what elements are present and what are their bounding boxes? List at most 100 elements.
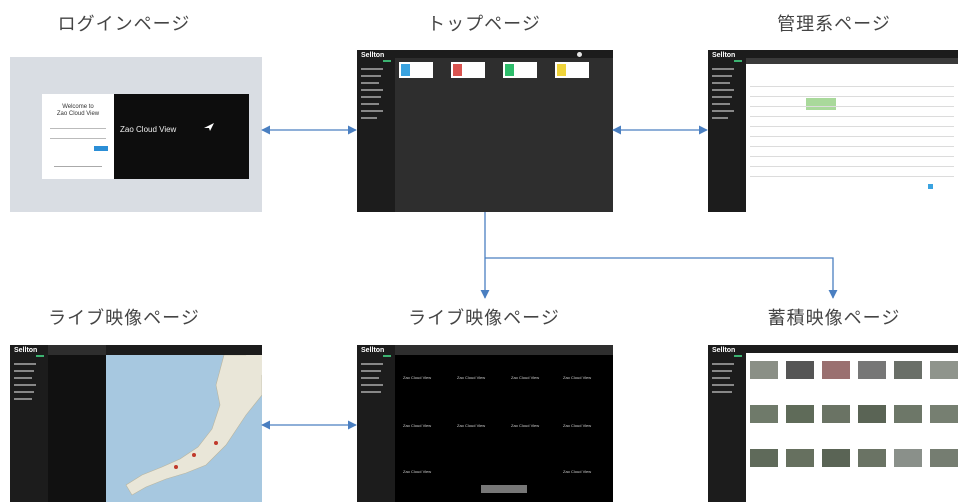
- label-live-map-page: ライブ映像ページ: [48, 308, 200, 329]
- login-app-name: Zao Cloud View: [56, 111, 100, 117]
- nav-item: [712, 68, 734, 70]
- login-button: [94, 146, 108, 151]
- topbar: [746, 50, 958, 58]
- nav-item: [712, 96, 732, 98]
- login-welcome-text: Welcome to: [62, 104, 94, 110]
- video-thumbnail: [750, 405, 778, 423]
- logo-accent: [36, 355, 44, 357]
- video-thumbnail: [786, 449, 814, 467]
- video-thumbnail: [786, 361, 814, 379]
- video-thumbnail: [750, 361, 778, 379]
- top-page-thumbnail: Sellton: [357, 50, 613, 212]
- sidebar: Sellton: [708, 50, 746, 212]
- live-grid-page-thumbnail: Sellton Zao Cloud View Zao Cloud View Za…: [357, 345, 613, 502]
- video-cell-label: Zao Cloud View: [511, 423, 540, 428]
- nav-item: [361, 384, 383, 386]
- logo-accent: [383, 60, 391, 62]
- logo-accent: [383, 355, 391, 357]
- playback-controls: [481, 485, 527, 493]
- nav-item: [712, 370, 732, 372]
- label-archive-page: 蓄積映像ページ: [767, 308, 901, 329]
- nav-item: [14, 370, 34, 372]
- sidebar: Sellton: [357, 345, 395, 502]
- login-brand-text: Zao Cloud View: [120, 125, 177, 134]
- table-row: [750, 106, 954, 107]
- nav-item: [14, 398, 32, 400]
- nav-item: [712, 103, 730, 105]
- nav-item: [361, 377, 379, 379]
- menu-card: [503, 62, 537, 78]
- nav-item: [361, 96, 381, 98]
- video-thumbnail: [822, 449, 850, 467]
- login-user-field: [50, 124, 106, 129]
- video-grid: [395, 355, 613, 502]
- card-icon: [505, 64, 514, 76]
- nav-item: [712, 89, 734, 91]
- table-row: [750, 126, 954, 127]
- nav-item: [712, 110, 734, 112]
- card-icon: [557, 64, 566, 76]
- nav-item: [361, 391, 381, 393]
- app-logo: Sellton: [14, 347, 38, 354]
- nav-item: [712, 363, 734, 365]
- video-cell-label: Zao Cloud View: [403, 375, 432, 380]
- video-cell-label: Zao Cloud View: [511, 375, 540, 380]
- app-logo: Sellton: [361, 347, 385, 354]
- map-land: [125, 354, 262, 496]
- nav-item: [361, 68, 383, 70]
- table-row: [750, 176, 954, 177]
- camera-list: [48, 355, 106, 502]
- menu-card: [399, 62, 433, 78]
- app-logo: Sellton: [361, 52, 385, 59]
- nav-item: [712, 75, 732, 77]
- bird-icon: [204, 123, 214, 131]
- video-thumbnail: [858, 361, 886, 379]
- app-logo: Sellton: [712, 347, 736, 354]
- nav-item: [14, 391, 34, 393]
- video-cell-label: Zao Cloud View: [457, 423, 486, 428]
- video-cell-label: Zao Cloud View: [403, 423, 432, 428]
- video-thumbnail: [822, 405, 850, 423]
- login-form: Welcome to Zao Cloud View: [42, 94, 114, 179]
- nav-item: [361, 82, 379, 84]
- video-thumbnail: [930, 449, 958, 467]
- archive-page-thumbnail: Sellton: [708, 345, 958, 502]
- video-cell-label: Zao Cloud View: [563, 469, 592, 474]
- table-row: [750, 156, 954, 157]
- video-thumbnail: [894, 405, 922, 423]
- nav-item: [361, 89, 383, 91]
- video-thumbnail: [858, 405, 886, 423]
- nav-item: [712, 377, 730, 379]
- card-icon: [401, 64, 410, 76]
- admin-page-thumbnail: Sellton: [708, 50, 958, 212]
- login-password-field: [50, 134, 106, 139]
- nav-item: [361, 103, 379, 105]
- menu-card: [555, 62, 589, 78]
- pagination-current: [928, 184, 933, 189]
- label-top-page: トップページ: [427, 14, 541, 35]
- highlighted-cell: [806, 98, 836, 110]
- nav-item: [712, 82, 730, 84]
- video-thumbnail: [894, 361, 922, 379]
- label-login-page: ログインページ: [57, 14, 191, 35]
- video-thumbnail: [750, 449, 778, 467]
- sidebar: Sellton: [10, 345, 48, 502]
- sidebar: Sellton: [708, 345, 746, 502]
- logo-accent: [734, 355, 742, 357]
- title-bar: [746, 58, 958, 64]
- video-cell-label: Zao Cloud View: [563, 423, 592, 428]
- video-thumbnail: [894, 449, 922, 467]
- nav-item: [712, 384, 734, 386]
- nav-item: [361, 117, 377, 119]
- table-row: [750, 146, 954, 147]
- sidebar: Sellton: [357, 50, 395, 212]
- video-thumbnail: [858, 449, 886, 467]
- table-row: [750, 136, 954, 137]
- video-cell-label: Zao Cloud View: [403, 469, 432, 474]
- video-thumbnail: [786, 405, 814, 423]
- nav-item: [14, 377, 32, 379]
- label-live-grid-page: ライブ映像ページ: [408, 308, 560, 329]
- menu-card: [451, 62, 485, 78]
- nav-item: [361, 75, 381, 77]
